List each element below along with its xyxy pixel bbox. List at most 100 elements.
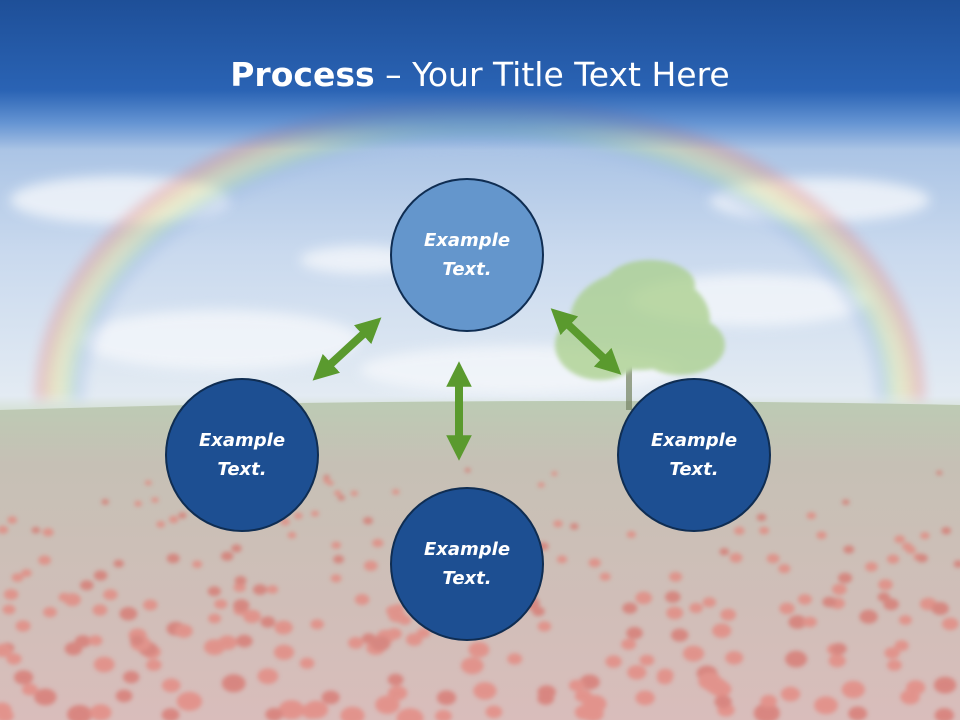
poppy-flower (354, 594, 370, 605)
poppy-flower (265, 707, 283, 720)
poppy-flower (11, 573, 24, 582)
poppy-flower (756, 513, 767, 522)
poppy-flower (906, 680, 926, 695)
poppy-flower (311, 510, 319, 517)
poppy-flower (278, 700, 305, 720)
poppy-flower (350, 490, 358, 497)
poppy-flower (0, 643, 12, 657)
poppy-flower (304, 700, 329, 719)
poppy-flower (627, 665, 647, 680)
poppy-flower (894, 640, 909, 652)
poppy-flower (207, 586, 221, 597)
poppy-flower (134, 500, 142, 507)
node-top[interactable]: Example Text. (390, 178, 544, 332)
poppy-flower (568, 679, 585, 692)
poppy-flower (797, 594, 813, 605)
poppy-flower (485, 705, 503, 719)
poppy-flower (848, 706, 868, 720)
node-right[interactable]: Example Text. (617, 378, 771, 532)
poppy-flower (144, 480, 152, 486)
poppy-flower (34, 688, 57, 706)
poppy-flower (203, 639, 226, 655)
poppy-flower (778, 564, 791, 574)
poppy-flower (887, 659, 902, 671)
poppy-flower (436, 690, 457, 705)
node-left[interactable]: Example Text. (165, 378, 319, 532)
node-top-label: Example Text. (423, 230, 511, 280)
poppy-flower (58, 592, 71, 602)
poppy-flower (901, 542, 913, 551)
poppy-flower (274, 620, 293, 635)
poppy-flower (257, 668, 279, 684)
poppy-flower (843, 545, 855, 554)
poppy-flower (570, 523, 579, 530)
poppy-flower (780, 686, 801, 702)
poppy-flower (698, 672, 722, 690)
poppy-flower (622, 602, 638, 614)
poppy-flower (753, 703, 780, 720)
poppy-flower (42, 528, 54, 537)
poppy-flower (579, 674, 600, 690)
poppy-flower (898, 615, 912, 625)
poppy-flower (665, 591, 681, 603)
poppy-flower (719, 548, 730, 556)
poppy-flower (920, 532, 930, 540)
node-bottom[interactable]: Example Text. (390, 487, 544, 641)
poppy-flower (80, 580, 94, 591)
poppy-flower (838, 572, 853, 584)
poppy-flower (537, 685, 556, 699)
poppy-flower (682, 645, 705, 662)
poppy-flower (88, 635, 103, 646)
poppy-flower (832, 583, 847, 595)
poppy-flower (31, 526, 41, 534)
poppy-flower (0, 709, 14, 720)
poppy-flower (243, 609, 261, 624)
poppy-flower (635, 591, 653, 605)
poppy-flower (828, 654, 846, 668)
poppy-flower (21, 569, 32, 578)
poppy-flower (468, 641, 490, 658)
poppy-flower (806, 512, 817, 520)
poppy-flower (386, 605, 402, 617)
poppy-flower (363, 517, 373, 525)
poppy-flower (266, 585, 279, 594)
poppy-flower (330, 574, 342, 583)
poppy-flower (333, 555, 345, 564)
poppy-flower (0, 525, 9, 534)
poppy-flower (556, 555, 568, 564)
poppy-flower (334, 490, 342, 496)
poppy-flower (933, 676, 957, 694)
poppy-flower (236, 634, 253, 648)
poppy-flower (759, 526, 770, 535)
poppy-flower (779, 602, 795, 615)
poppy-flower (208, 613, 222, 624)
poppy-flower (174, 624, 193, 638)
poppy-flower (702, 597, 717, 608)
poppy-flower (101, 499, 109, 505)
poppy-flower (734, 526, 745, 535)
poppy-flower (15, 620, 31, 632)
poppy-flower (143, 599, 158, 611)
poppy-flower (321, 690, 340, 705)
poppy-flower (310, 619, 325, 630)
poppy-flower (287, 531, 297, 539)
poppy-flower (841, 680, 865, 699)
poppy-flower (473, 682, 497, 700)
poppy-flower (6, 653, 22, 665)
poppy-flower (348, 637, 364, 649)
poppy-flower (214, 599, 228, 609)
poppy-flower (233, 599, 250, 612)
poppy-flower (231, 544, 242, 553)
poppy-flower (599, 572, 611, 581)
poppy-flower (831, 643, 847, 655)
poppy-flower (178, 512, 187, 519)
poppy-flower (363, 560, 378, 571)
poppy-flower (323, 474, 330, 480)
poppy-flower (605, 655, 622, 668)
poppy-flower (93, 656, 115, 673)
poppy-flower (588, 558, 601, 568)
node-right-label: Example Text. (650, 430, 738, 480)
poppy-flower (161, 708, 180, 720)
poppy-flower (340, 706, 365, 720)
poppy-flower (639, 654, 655, 666)
